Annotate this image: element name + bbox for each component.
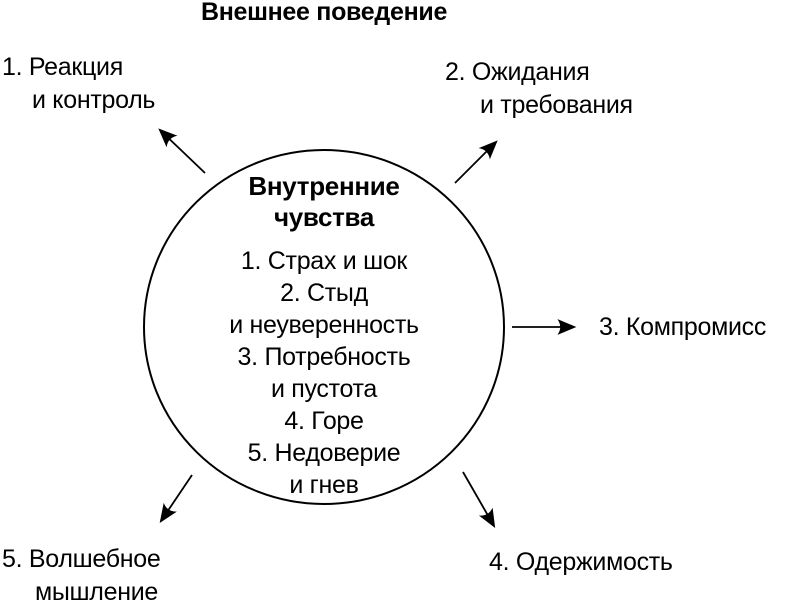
label-obsession: 4. Одержимость [489,548,673,576]
label-compromise: 3. Компромисс [599,313,767,341]
arrow-bottom-left [159,474,193,523]
arrow-top-right [454,140,498,184]
label-expectations-demands: 2. Ожидания и требования [445,58,633,119]
inner-feelings-circle [143,149,505,505]
inner-feeling-item: 2. Стыд и неуверенность [229,279,419,339]
arrow-bottom-right [462,471,496,529]
inner-feeling-item: 3. Потребность и пустота [237,343,411,403]
inner-feelings-title: Внутренние чувства [248,171,400,232]
outer-behavior-title: Внешнее поведение [200,0,448,26]
label-magical-thinking: 5. Волшебное мышление [2,545,161,606]
inner-feeling-item: 1. Страх и шок [240,247,408,275]
inner-feeling-item: 5. Недоверие и гнев [247,439,401,499]
arrow-top-left [158,128,206,174]
label-reaction-control: 1. Реакция и контроль [2,53,156,114]
inner-feelings-block: Внутренние чувства 1. Страх и шок 2. Сты… [159,171,489,501]
inner-feelings-list: 1. Страх и шок 2. Стыд и неуверенность 3… [159,245,489,501]
inner-feeling-item: 4. Горе [284,407,364,435]
